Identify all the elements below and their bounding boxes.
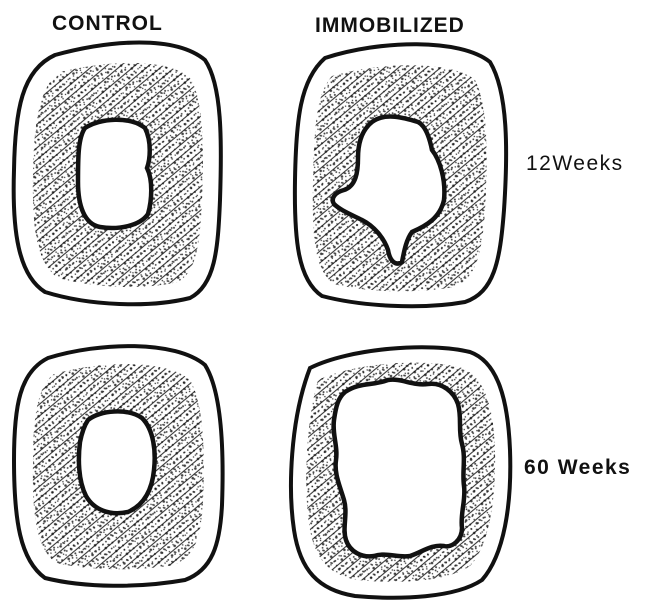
medullary-cavity [78,120,151,228]
section-control-60-weeks [14,346,223,586]
medullary-cavity [334,380,465,557]
section-immobilized-12-weeks [295,44,506,306]
medullary-cavity [79,411,155,513]
section-immobilized-60-weeks [291,347,510,597]
section-control-12-weeks [14,43,221,305]
